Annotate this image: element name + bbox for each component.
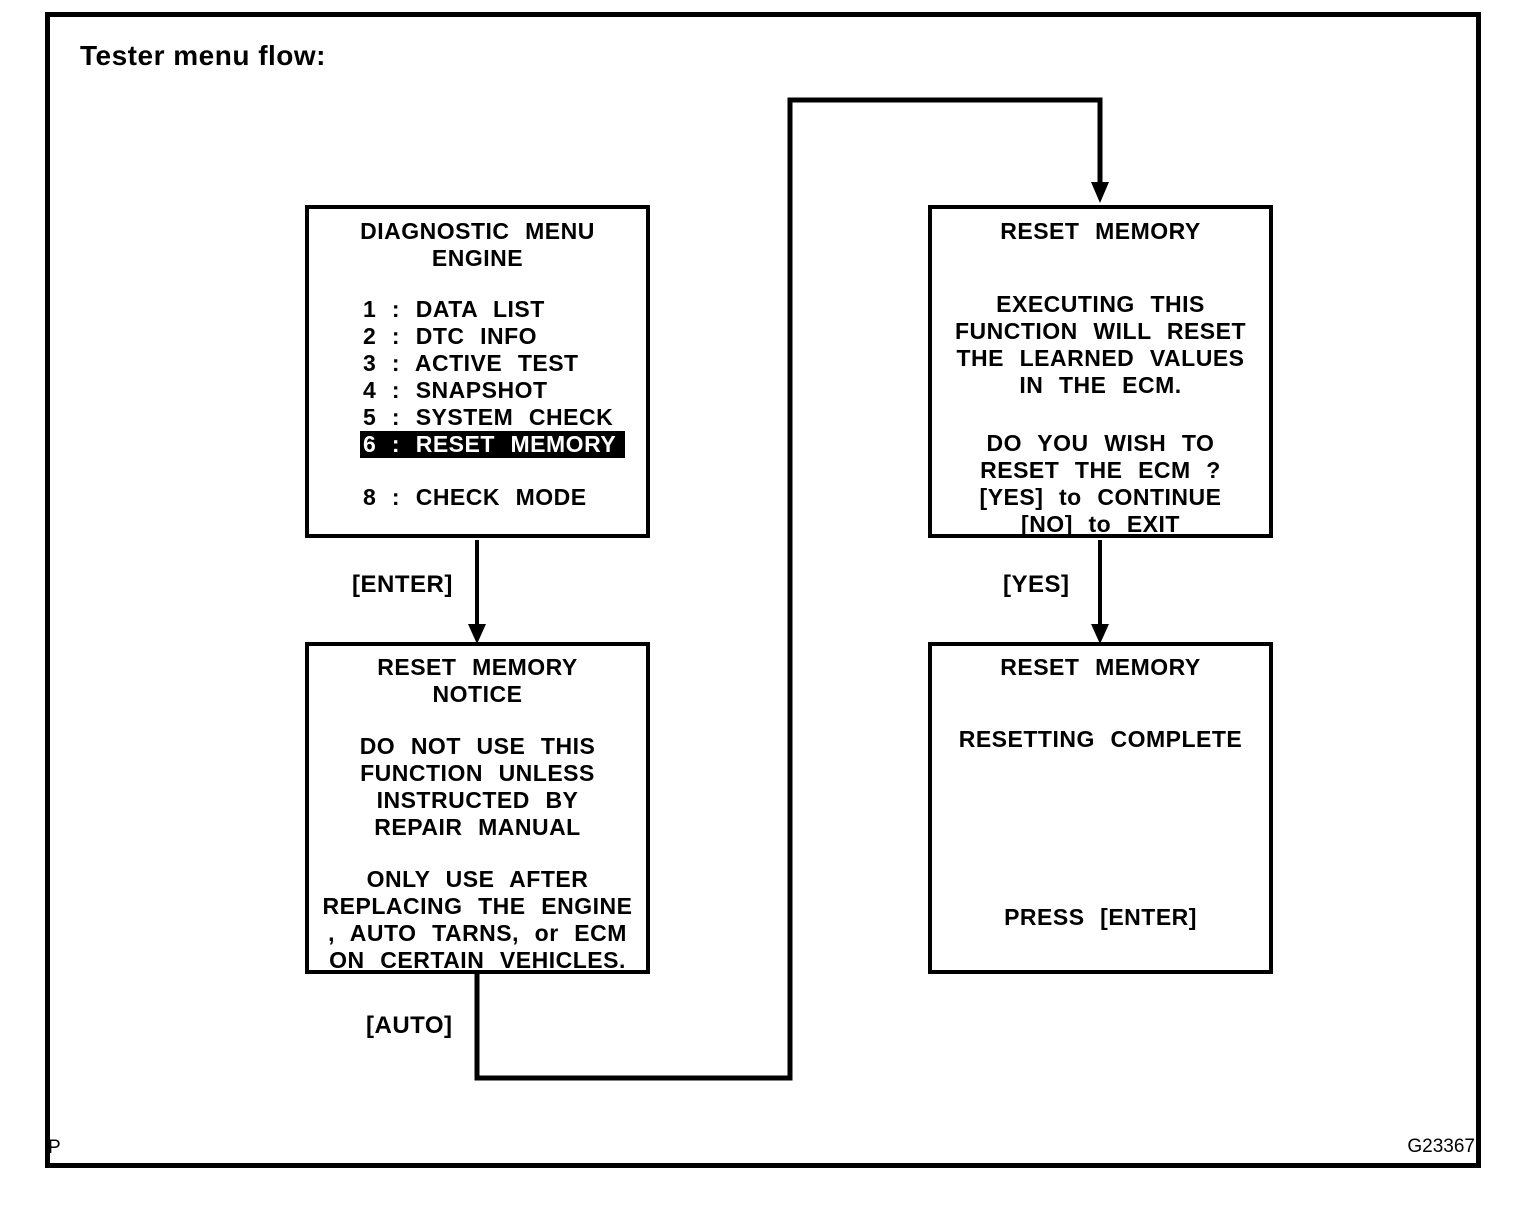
- reset-memory-confirm-screen: RESET MEMORY EXECUTING THIS FUNCTION WIL…: [928, 205, 1273, 538]
- screen-text: , AUTO TARNS, or ECM: [328, 920, 627, 946]
- screen-text: ONLY USE AFTER: [366, 866, 589, 892]
- yes-key-label: [YES]: [1003, 571, 1070, 598]
- menu-item: 2 : DTC INFO: [363, 323, 538, 349]
- enter-key-label: [ENTER]: [352, 571, 453, 598]
- menu-item-selected: 6 : RESET MEMORY: [360, 431, 646, 458]
- diagnostic-menu-screen: DIAGNOSTIC MENU ENGINE 1 : DATA LIST 2 :…: [305, 205, 650, 538]
- screen-text: [NO] to EXIT: [1021, 511, 1180, 537]
- screen-text: DO NOT USE THIS: [359, 733, 596, 759]
- menu-item: 3 : ACTIVE TEST: [363, 350, 579, 376]
- screen-text: IN THE ECM.: [1019, 372, 1182, 398]
- screen-text: FUNCTION WILL RESET: [954, 318, 1247, 344]
- screen-subtitle: NOTICE: [432, 681, 523, 707]
- screen-subtitle: ENGINE: [431, 245, 524, 271]
- menu-item: 8 : CHECK MODE: [363, 484, 587, 510]
- screen-text: [YES] to CONTINUE: [979, 484, 1222, 510]
- menu-item: 1 : DATA LIST: [363, 296, 545, 322]
- reset-memory-complete-screen: RESET MEMORY RESETTING COMPLETE PRESS [E…: [928, 642, 1273, 974]
- screen-status: RESETTING COMPLETE: [958, 726, 1243, 752]
- screen-title: RESET MEMORY: [377, 654, 578, 680]
- screen-title: RESET MEMORY: [1000, 218, 1201, 244]
- page-title: Tester menu flow:: [80, 40, 327, 71]
- figure-code: G23367: [1407, 1136, 1475, 1157]
- menu-item: 5 : SYSTEM CHECK: [363, 404, 614, 430]
- menu-item-list: 1 : DATA LIST 2 : DTC INFO 3 : ACTIVE TE…: [309, 296, 646, 511]
- reset-memory-notice-screen: RESET MEMORY NOTICE DO NOT USE THIS FUNC…: [305, 642, 650, 974]
- screen-text: FUNCTION UNLESS: [360, 760, 595, 786]
- screen-text: REPLACING THE ENGINE: [322, 893, 633, 919]
- screen-title: DIAGNOSTIC MENU: [360, 218, 595, 244]
- screen-text: ON CERTAIN VEHICLES.: [329, 947, 626, 973]
- menu-spacer: [363, 458, 646, 484]
- figure-letter: P: [48, 1137, 61, 1158]
- screen-text: REPAIR MANUAL: [374, 814, 581, 840]
- screen-text: RESET THE ECM ?: [980, 457, 1221, 483]
- screen-text: DO YOU WISH TO: [986, 430, 1215, 456]
- screen-action: PRESS [ENTER]: [1004, 904, 1197, 930]
- menu-item: 4 : SNAPSHOT: [363, 377, 548, 403]
- page-border: [45, 12, 1481, 1168]
- screen-text: INSTRUCTED BY: [376, 787, 579, 813]
- auto-key-label: [AUTO]: [366, 1012, 453, 1039]
- screen-title: RESET MEMORY: [1000, 654, 1201, 680]
- screen-text: EXECUTING THIS: [996, 291, 1205, 317]
- screen-text: THE LEARNED VALUES: [956, 345, 1245, 371]
